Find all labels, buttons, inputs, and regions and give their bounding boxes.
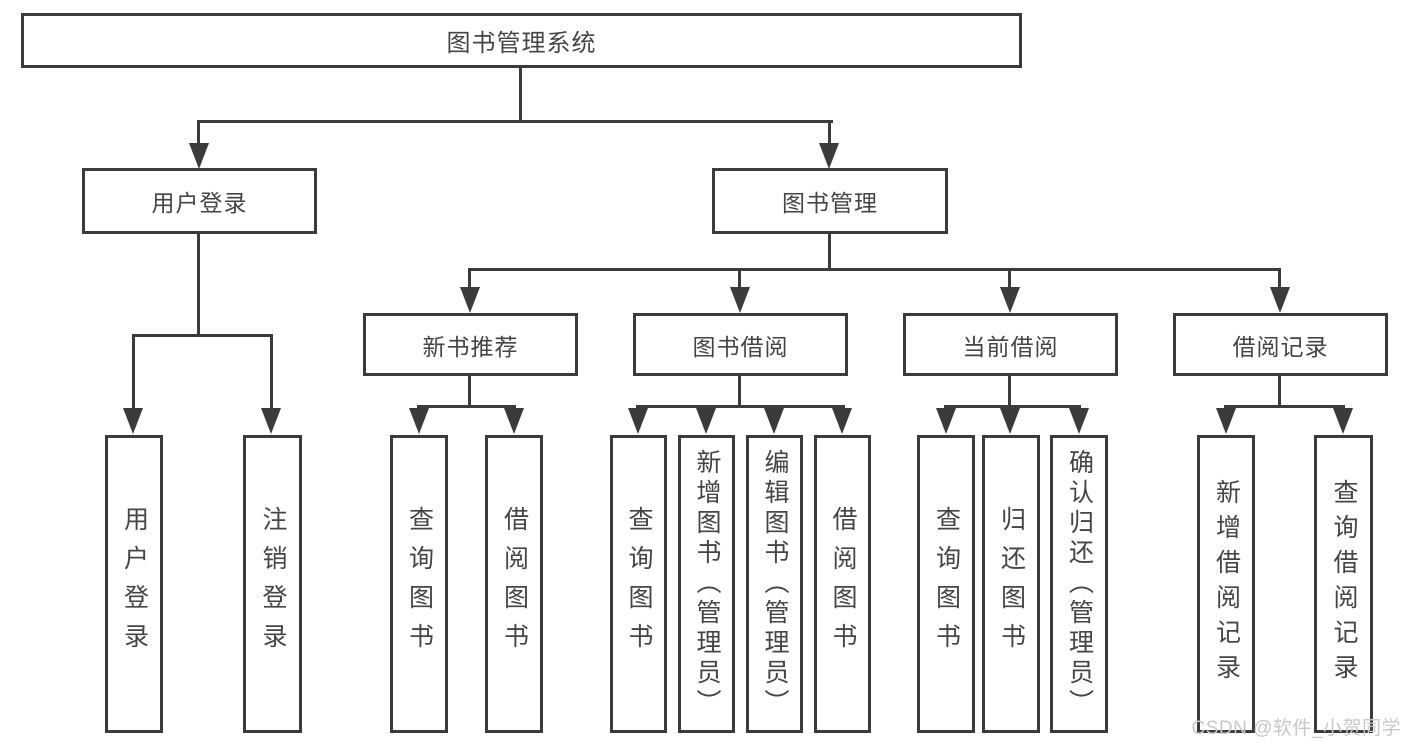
node-borrowing-records-label: 借阅记录 xyxy=(1232,333,1329,360)
arrow-down-icon xyxy=(1000,408,1020,434)
connector-newrec-hline xyxy=(417,405,516,408)
connector-bookmgmt-drop-2 xyxy=(738,268,741,290)
connector-root-hline xyxy=(197,120,833,123)
arrow-down-icon xyxy=(189,143,209,169)
node-current-borrowing-label: 当前借阅 xyxy=(962,333,1059,360)
node-leaf-borrow-query-books-label: 查询图书 xyxy=(625,506,653,662)
connector-borrow-stem xyxy=(738,373,741,408)
connector-root-right-drop xyxy=(828,120,831,148)
connector-user-stem xyxy=(197,231,200,337)
connector-bookmgmt-drop-3 xyxy=(1008,268,1011,290)
node-leaf-logout: 注销登录 xyxy=(243,435,302,733)
arrow-down-icon xyxy=(1333,408,1353,434)
node-leaf-logout-label: 注销登录 xyxy=(259,506,287,662)
node-new-book-recommendation: 新书推荐 xyxy=(363,313,578,376)
node-leaf-add-books-admin-label: 新增图书（管理员） xyxy=(693,449,721,719)
connector-bookmgmt-drop-1 xyxy=(468,268,471,290)
connector-newrec-stem xyxy=(468,373,471,408)
arrow-down-icon xyxy=(1000,287,1020,313)
node-leaf-return-books-label: 归还图书 xyxy=(997,506,1026,662)
node-book-management-module-label: 图书管理 xyxy=(782,190,878,216)
node-leaf-query-borrow-record-label: 查询借阅记录 xyxy=(1330,479,1358,689)
node-leaf-borrow-books-label: 借阅图书 xyxy=(829,506,857,662)
connector-bookmgmt-drop-4 xyxy=(1278,268,1281,290)
arrow-down-icon xyxy=(1069,408,1089,434)
node-leaf-add-borrow-record-label: 新增借阅记录 xyxy=(1212,479,1241,689)
connector-user-left-drop xyxy=(132,334,135,409)
connector-borrow-hline xyxy=(636,405,845,408)
node-new-book-recommendation-label: 新书推荐 xyxy=(422,333,519,360)
node-current-borrowing: 当前借阅 xyxy=(903,313,1118,376)
node-user-login-module: 用户登录 xyxy=(82,168,317,234)
arrow-down-icon xyxy=(936,408,956,434)
arrow-down-icon xyxy=(261,408,281,434)
node-leaf-borrow-query-books: 查询图书 xyxy=(610,435,667,733)
node-leaf-edit-books-admin: 编辑图书（管理员） xyxy=(746,435,803,733)
node-leaf-newrec-borrow-books: 借阅图书 xyxy=(485,435,543,733)
node-leaf-newrec-query-books: 查询图书 xyxy=(390,435,448,733)
arrow-down-icon xyxy=(1216,408,1236,434)
arrow-down-icon xyxy=(832,408,852,434)
node-leaf-confirm-return-admin: 确认归还（管理员） xyxy=(1050,435,1108,733)
node-leaf-newrec-borrow-books-label: 借阅图书 xyxy=(500,506,529,662)
connector-root-left-drop xyxy=(197,120,200,148)
node-borrowing-records: 借阅记录 xyxy=(1173,313,1388,376)
node-leaf-newrec-query-books-label: 查询图书 xyxy=(405,506,434,662)
node-book-borrowing-label: 图书借阅 xyxy=(692,333,789,360)
node-book-borrowing: 图书借阅 xyxy=(633,313,848,376)
arrow-down-icon xyxy=(1270,287,1290,313)
node-leaf-current-query-books-label: 查询图书 xyxy=(932,506,961,662)
node-leaf-user-login: 用户登录 xyxy=(105,435,163,733)
node-library-system: 图书管理系统 xyxy=(21,13,1022,68)
connector-records-hline xyxy=(1224,405,1345,408)
node-leaf-add-books-admin: 新增图书（管理员） xyxy=(678,435,735,733)
node-leaf-confirm-return-admin-label: 确认归还（管理员） xyxy=(1065,449,1094,719)
connector-records-stem xyxy=(1278,373,1281,408)
node-book-management-module: 图书管理 xyxy=(712,168,948,234)
connector-user-right-drop xyxy=(270,334,273,409)
arrow-down-icon xyxy=(460,287,480,313)
node-leaf-add-borrow-record: 新增借阅记录 xyxy=(1197,435,1255,733)
node-leaf-borrow-books: 借阅图书 xyxy=(814,435,871,733)
arrow-down-icon xyxy=(628,408,648,434)
arrow-down-icon xyxy=(409,408,429,434)
connector-root-stem xyxy=(519,66,522,123)
connector-user-hline xyxy=(132,334,273,337)
arrow-down-icon xyxy=(504,408,524,434)
arrow-down-icon xyxy=(123,408,143,434)
connector-current-stem xyxy=(1008,373,1011,408)
connector-bookmgmt-hline xyxy=(468,268,1281,271)
node-user-login-module-label: 用户登录 xyxy=(151,190,248,216)
node-leaf-edit-books-admin-label: 编辑图书（管理员） xyxy=(761,449,789,719)
arrow-down-icon xyxy=(696,408,716,434)
csdn-watermark: CSDN @软件_小贺同学 xyxy=(1191,718,1401,739)
connector-current-hline xyxy=(944,405,1081,408)
connector-bookmgmt-stem xyxy=(828,231,831,271)
node-leaf-query-borrow-record: 查询借阅记录 xyxy=(1314,435,1373,733)
arrow-down-icon xyxy=(730,287,750,313)
arrow-down-icon xyxy=(819,143,839,169)
node-leaf-user-login-label: 用户登录 xyxy=(120,506,149,662)
node-leaf-current-query-books: 查询图书 xyxy=(917,435,975,733)
node-library-system-label: 图书管理系统 xyxy=(446,30,597,57)
arrow-down-icon xyxy=(764,408,784,434)
node-leaf-return-books: 归还图书 xyxy=(982,435,1040,733)
